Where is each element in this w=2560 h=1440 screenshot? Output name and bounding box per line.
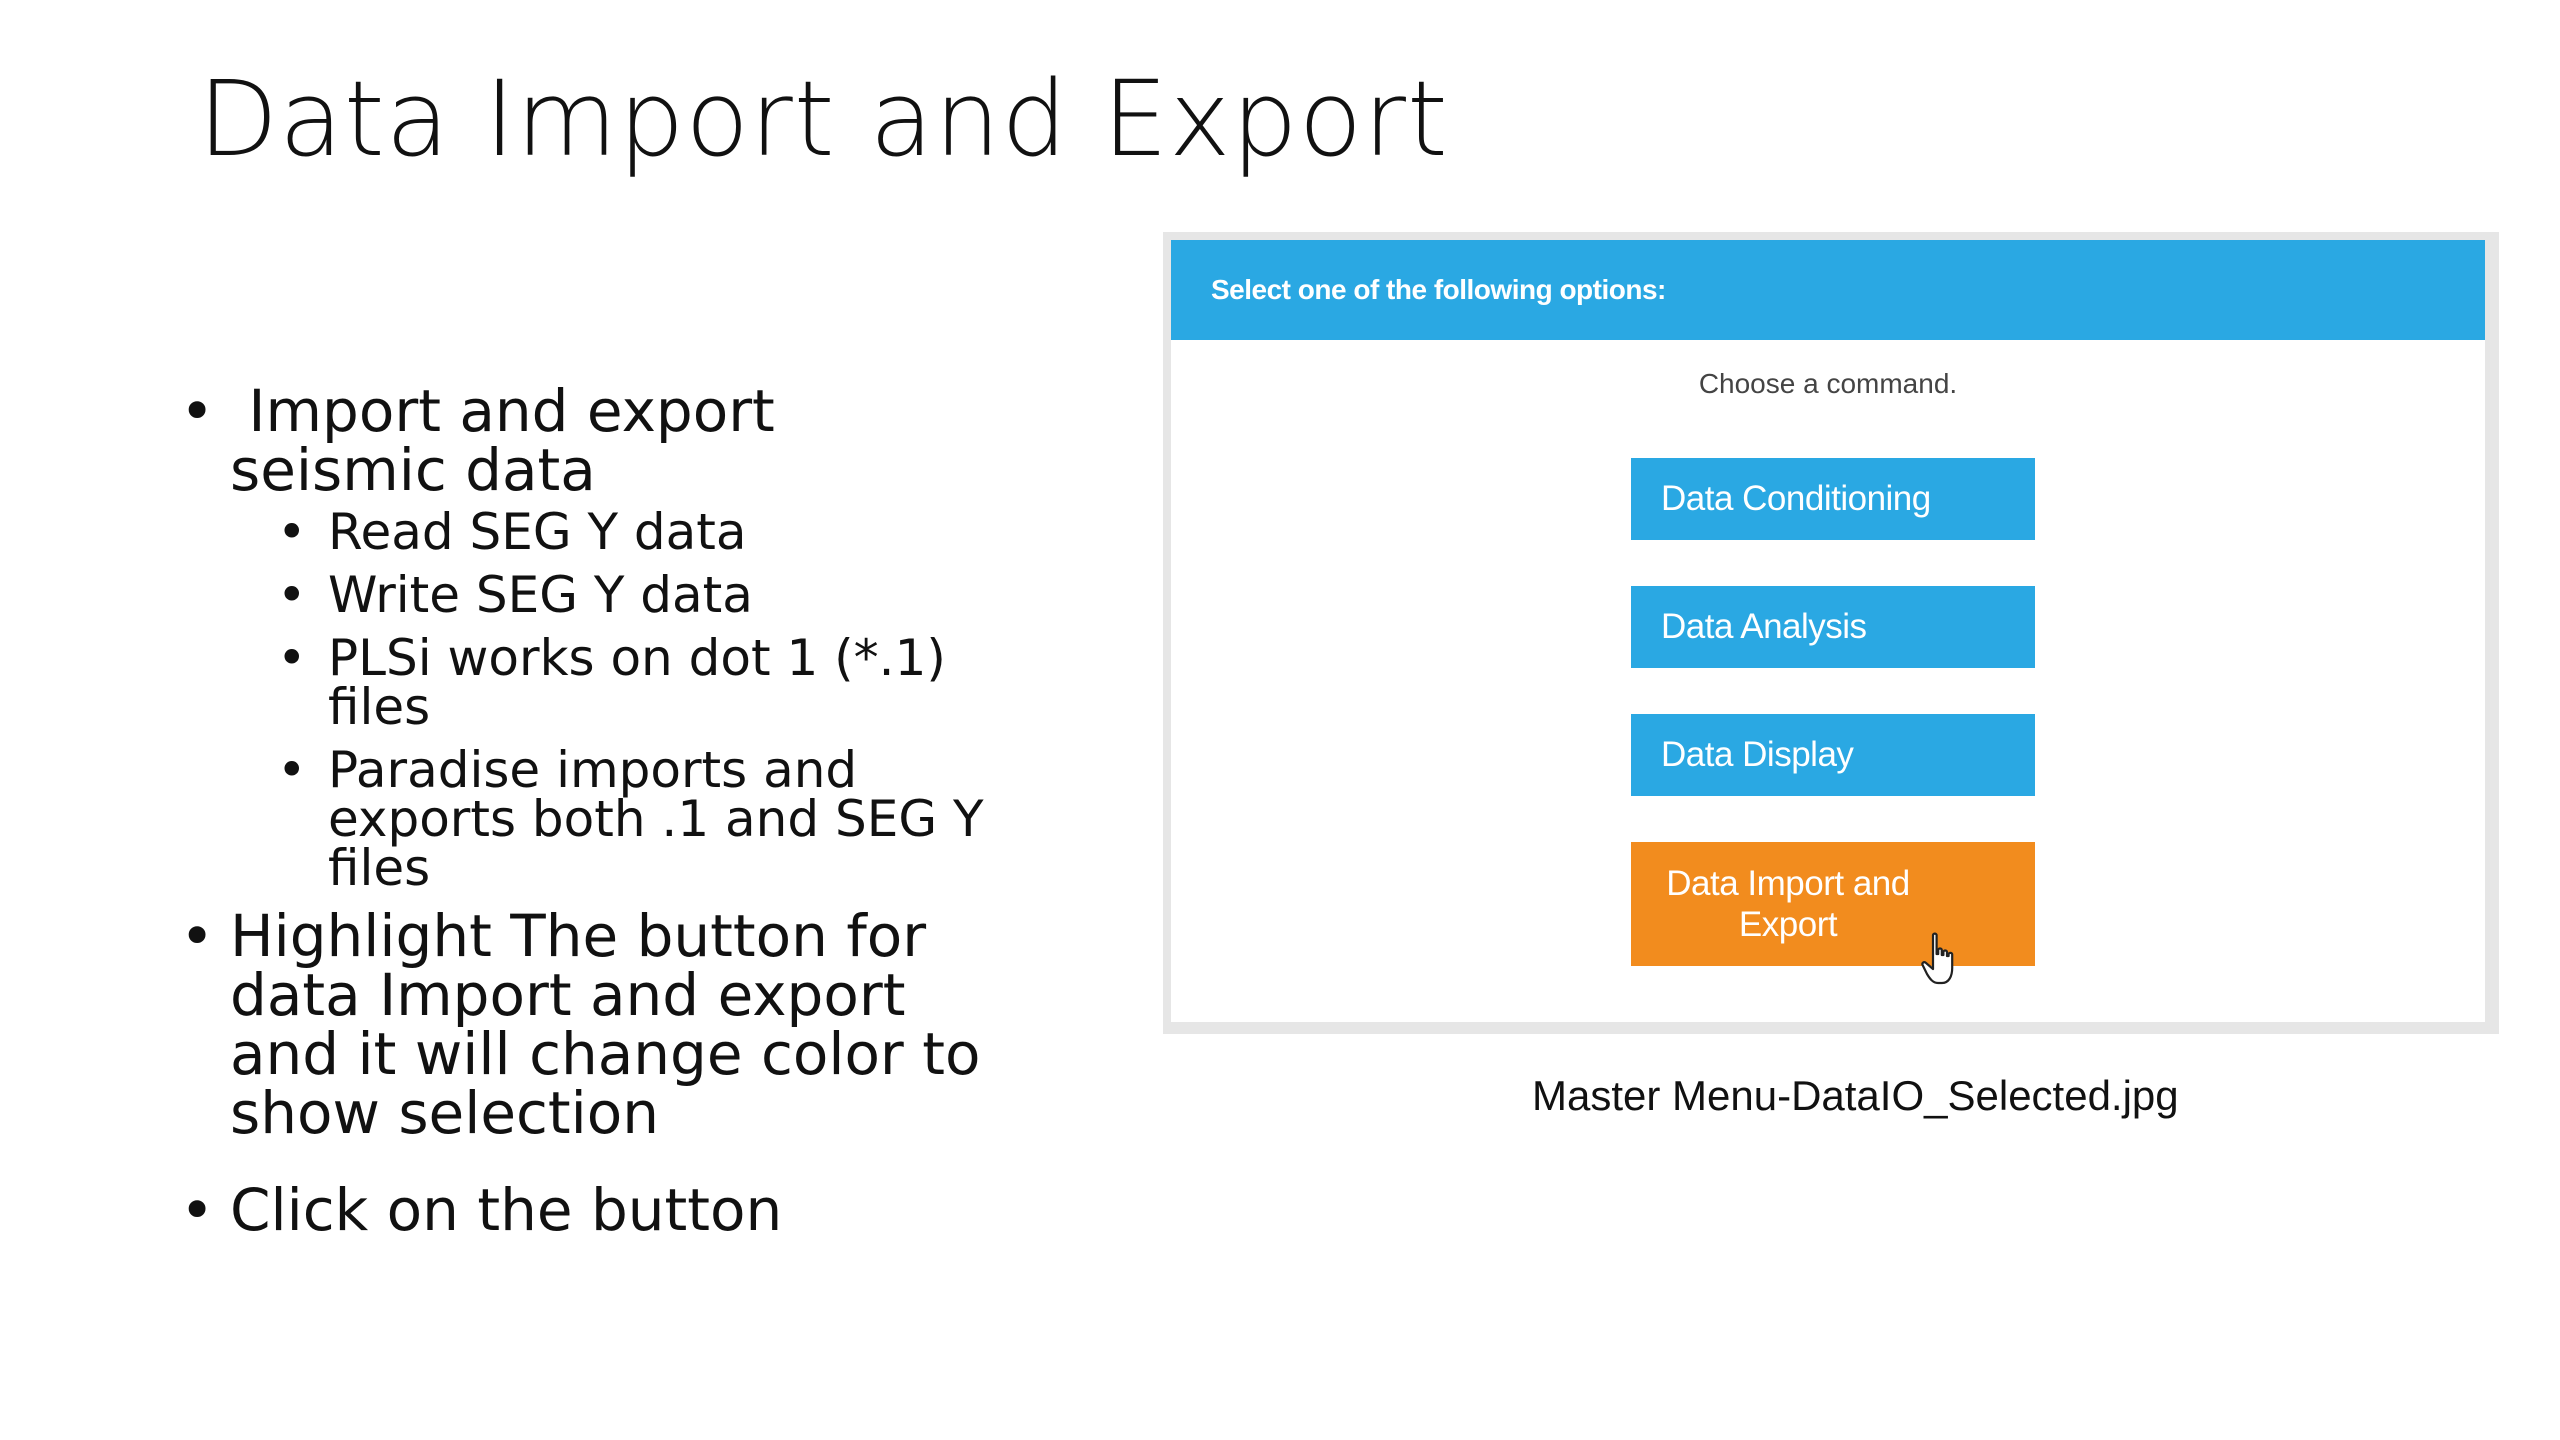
menu-prompt: Choose a command. (1698, 368, 1958, 399)
data-analysis-button[interactable]: Data Analysis (1631, 586, 2035, 668)
bullet-text-line: files (328, 678, 431, 736)
slide-title: Data Import and Export (198, 58, 1449, 180)
bullet-dot: • (180, 377, 215, 445)
sub-bullet-plsi: • PLSi works on dot 1 (*.1) files (180, 629, 1020, 736)
menu-screenshot: Select one of the following options: Cho… (1163, 232, 2499, 1034)
menu-panel: Select one of the following options: Cho… (1171, 240, 2485, 1022)
button-label: Data Display (1661, 735, 1854, 774)
bullet-text-line: Highlight The button for (230, 902, 927, 970)
bullet-import-export: • Import and export seismic data (180, 382, 1020, 500)
menu-header: Select one of the following options: (1171, 240, 2485, 340)
bullet-text-line: data Import and export (230, 961, 906, 1029)
bullet-text-line: seismic data (230, 436, 596, 504)
button-label-line: Data Import and (1666, 864, 1910, 903)
bullet-list: • Import and export seismic data • Read … (180, 382, 1020, 1240)
sub-bullet-paradise: • Paradise imports and exports both .1 a… (180, 741, 1020, 897)
button-label-line: Export (1738, 905, 1838, 944)
sub-bullet-list: • Read SEG Y data • Write SEG Y data • P… (180, 503, 1020, 897)
bullet-dot: • (277, 629, 307, 687)
bullet-text-line: Write SEG Y data (328, 566, 753, 624)
sub-bullet-write-segy: • Write SEG Y data (180, 566, 1020, 624)
bullet-dot: • (277, 741, 307, 799)
bullet-text-line: Click on the button (230, 1176, 783, 1244)
sub-bullet-read-segy: • Read SEG Y data (180, 503, 1020, 561)
button-label: Data Import and Export (1648, 863, 1928, 945)
bullet-text-line: PLSi works on dot 1 (*.1) (328, 629, 946, 687)
bullet-text-line: files (328, 839, 431, 897)
bullet-text-line: and it will change color to (230, 1020, 981, 1088)
bullet-dot: • (277, 503, 307, 561)
bullet-text-line: Import and export (230, 377, 775, 445)
bullet-dot: • (180, 902, 215, 970)
button-label: Data Conditioning (1661, 479, 1931, 518)
data-display-button[interactable]: Data Display (1631, 714, 2035, 796)
bullet-text-line: exports both .1 and SEG Y (328, 790, 984, 848)
bullet-text-line: Read SEG Y data (328, 503, 747, 561)
bullet-text-line: show selection (230, 1079, 660, 1147)
data-conditioning-button[interactable]: Data Conditioning (1631, 458, 2035, 540)
bullet-dot: • (277, 566, 307, 624)
bullet-click: • Click on the button (180, 1181, 1020, 1240)
button-label: Data Analysis (1661, 607, 1867, 646)
data-import-export-button[interactable]: Data Import and Export (1631, 842, 2035, 966)
bullet-highlight: • Highlight The button for data Import a… (180, 907, 1020, 1143)
screenshot-caption: Master Menu-DataIO_Selected.jpg (1532, 1072, 2179, 1119)
bullet-dot: • (180, 1176, 215, 1244)
bullet-text-line: Paradise imports and (328, 741, 858, 799)
